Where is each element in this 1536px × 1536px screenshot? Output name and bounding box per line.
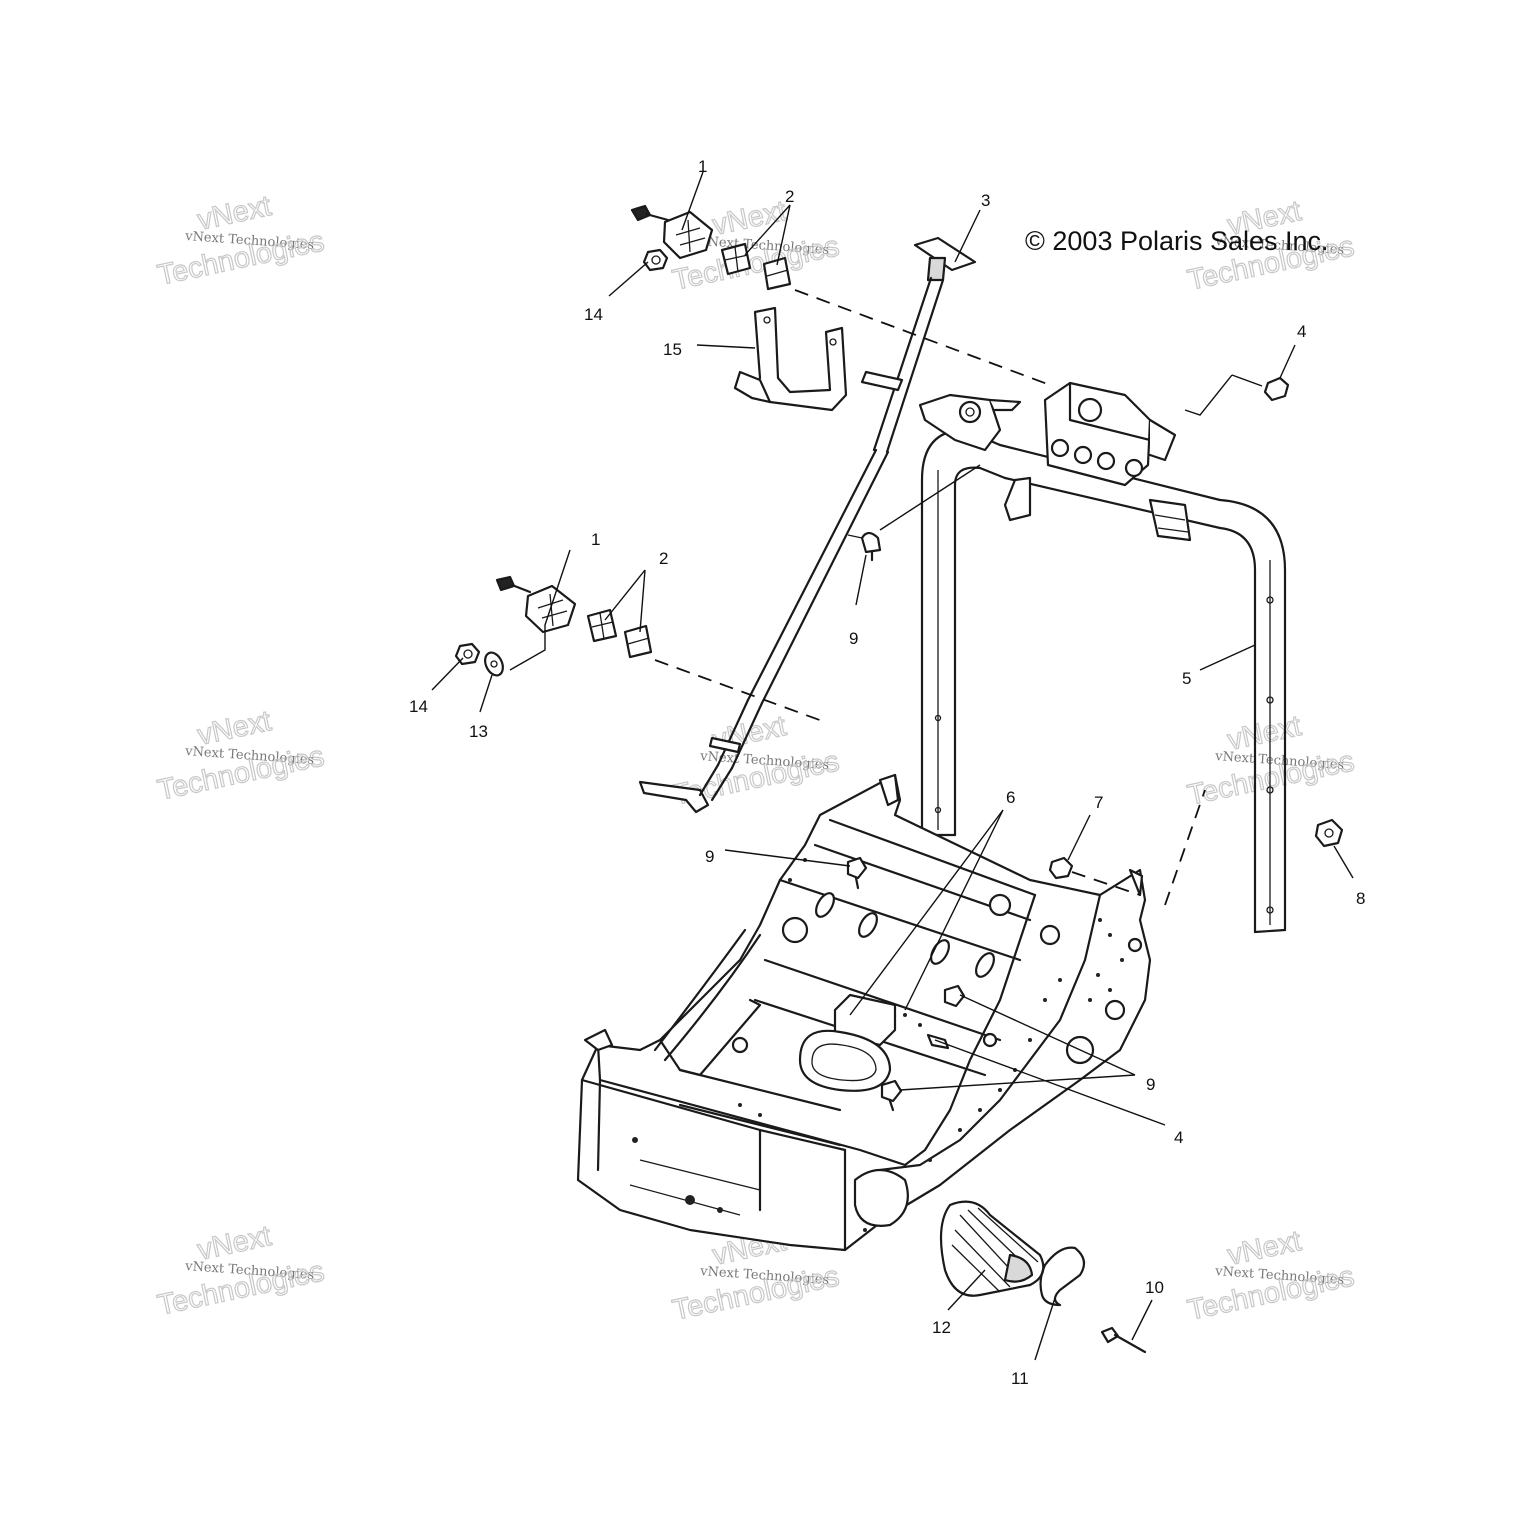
boot-assembly xyxy=(939,1200,1147,1354)
callout-4-lower: 4 xyxy=(1174,1128,1183,1147)
bracket-15 xyxy=(733,306,848,412)
steering-hoop xyxy=(918,381,1287,934)
callout-9-upper: 9 xyxy=(849,629,858,648)
upper-clamp-group xyxy=(630,204,792,291)
watermark: vNext vNext Technologies Technologies xyxy=(1184,1225,1357,1328)
callout-7: 7 xyxy=(1094,793,1103,812)
callout-10: 10 xyxy=(1145,1278,1164,1297)
callout-11: 11 xyxy=(1011,1369,1029,1388)
callout-4-upper: 4 xyxy=(1297,322,1306,341)
watermark: vNext vNext Technologies Technologies xyxy=(154,705,327,808)
assembly-lines xyxy=(654,289,1263,906)
steering-post xyxy=(638,236,977,814)
watermark: vNext vNext Technologies Technologies xyxy=(154,190,327,293)
watermark: vNext vNext Technologies Technologies xyxy=(154,1220,327,1323)
watermark: vNext vNext Technologies Technologies xyxy=(669,195,842,298)
callout-9-right: 9 xyxy=(1146,1075,1155,1094)
leader-lines xyxy=(431,171,1354,1361)
callout-6: 6 xyxy=(1006,788,1015,807)
callout-3: 3 xyxy=(981,191,990,210)
chassis-frame xyxy=(576,531,1152,1252)
copyright-text: © 2003 Polaris Sales Inc. xyxy=(1025,226,1329,256)
callout-14-lower: 14 xyxy=(409,697,428,716)
callout-8: 8 xyxy=(1356,889,1365,908)
callout-2-lower: 2 xyxy=(659,549,668,568)
callout-12: 12 xyxy=(932,1318,951,1337)
callout-labels: 1 2 3 14 15 4 9 1 2 5 14 13 6 7 9 8 9 4 … xyxy=(409,157,1365,1388)
callout-1-lower: 1 xyxy=(591,530,600,549)
callout-1-upper: 1 xyxy=(698,157,707,176)
callout-5: 5 xyxy=(1182,669,1191,688)
callout-13: 13 xyxy=(469,722,488,741)
callout-15: 15 xyxy=(663,340,682,359)
loose-fasteners xyxy=(1048,376,1344,880)
callout-2-upper: 2 xyxy=(785,187,794,206)
callout-14-upper: 14 xyxy=(584,305,603,324)
lower-clamp-group xyxy=(454,575,653,677)
watermark: vNext vNext Technologies Technologies xyxy=(1184,710,1357,813)
callout-9-left: 9 xyxy=(705,847,714,866)
